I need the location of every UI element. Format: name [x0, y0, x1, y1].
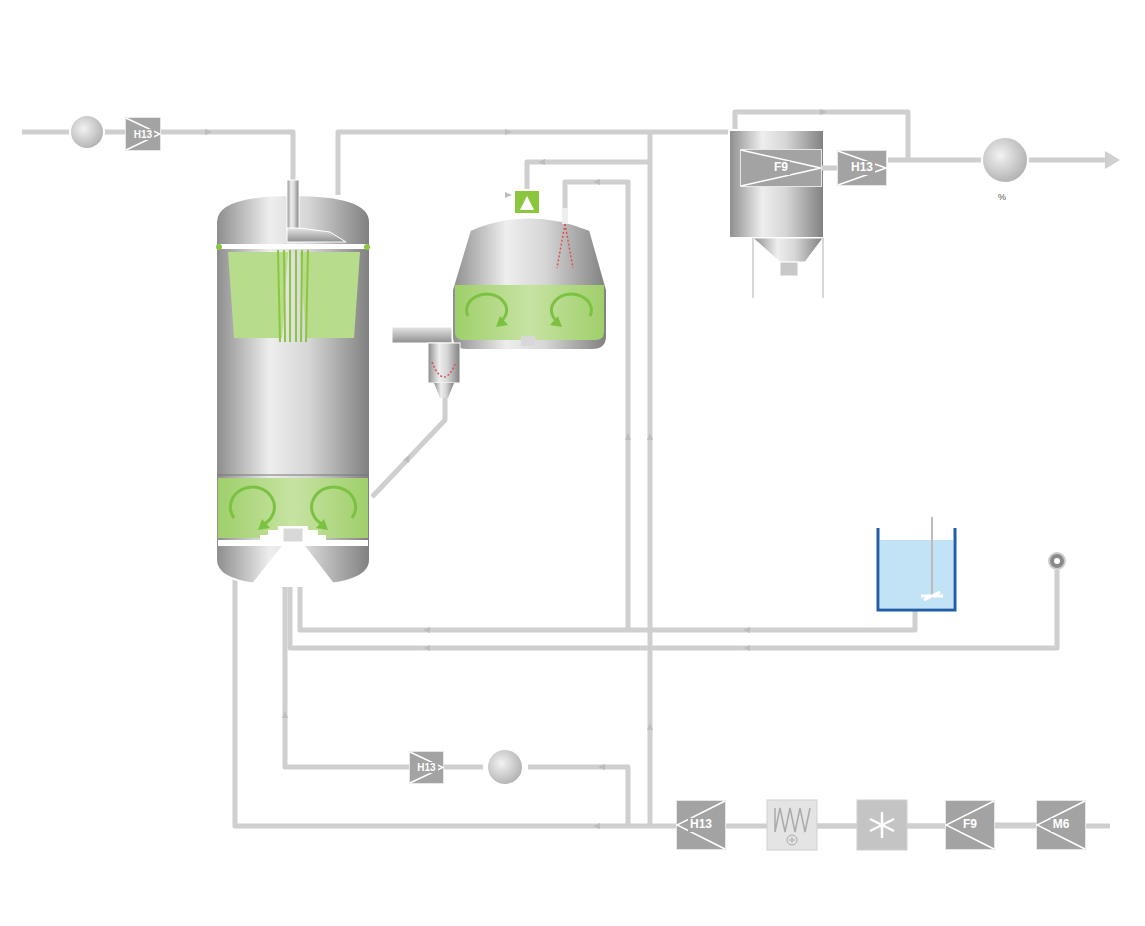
filter-box: H13 — [837, 150, 887, 186]
filter-class: H13 — [849, 161, 875, 174]
filter-box: H13 — [125, 117, 161, 151]
filter-class: M6 — [1051, 818, 1072, 831]
filter-box: F9 — [740, 149, 822, 187]
filter-class: H13 — [688, 818, 714, 831]
filter-class: H13 — [415, 762, 437, 773]
filter-box: H13 — [409, 751, 444, 784]
filter-class: F9 — [961, 818, 979, 831]
filter-class: F9 — [772, 161, 790, 174]
pipe-connector — [822, 166, 837, 171]
filter-class: H13 — [132, 129, 154, 140]
filter-box: M6 — [1036, 800, 1086, 850]
fan-speed-label: % — [998, 192, 1006, 202]
filter-box: F9 — [945, 800, 995, 850]
pipe-connector — [995, 823, 1036, 828]
filter-box: H13 — [676, 800, 726, 850]
